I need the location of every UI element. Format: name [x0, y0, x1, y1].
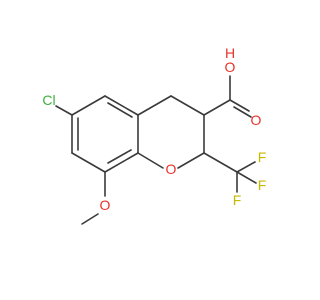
bond	[236, 161, 256, 173]
bond	[104, 152, 139, 173]
bond	[71, 95, 106, 116]
bond	[203, 152, 238, 173]
bond	[104, 95, 139, 116]
bond	[233, 106, 252, 118]
bond	[81, 213, 99, 225]
hydroxyl-hydrogen-label: H	[225, 45, 235, 61]
molecule-structure: Cl O O O O H F F F	[42, 45, 267, 225]
bond	[177, 152, 205, 169]
bond	[203, 99, 231, 116]
bond	[107, 102, 133, 118]
bond	[55, 105, 73, 116]
bond	[229, 99, 250, 112]
carbonyl-oxygen-label: O	[251, 112, 262, 128]
fluorine-label-3: F	[233, 192, 242, 208]
bond	[71, 152, 106, 173]
fluorine-label-1: F	[258, 149, 267, 165]
bond	[107, 149, 132, 164]
fluorine-label-2: F	[258, 177, 267, 193]
bond	[170, 95, 205, 116]
ring-oxygen-label: O	[166, 161, 177, 177]
methoxy-oxygen-label: O	[100, 197, 111, 213]
bond	[137, 95, 172, 116]
chlorine-label: Cl	[42, 92, 55, 108]
bond	[236, 171, 257, 184]
bond	[137, 152, 164, 169]
hydroxyl-oxygen-label: O	[225, 59, 236, 75]
